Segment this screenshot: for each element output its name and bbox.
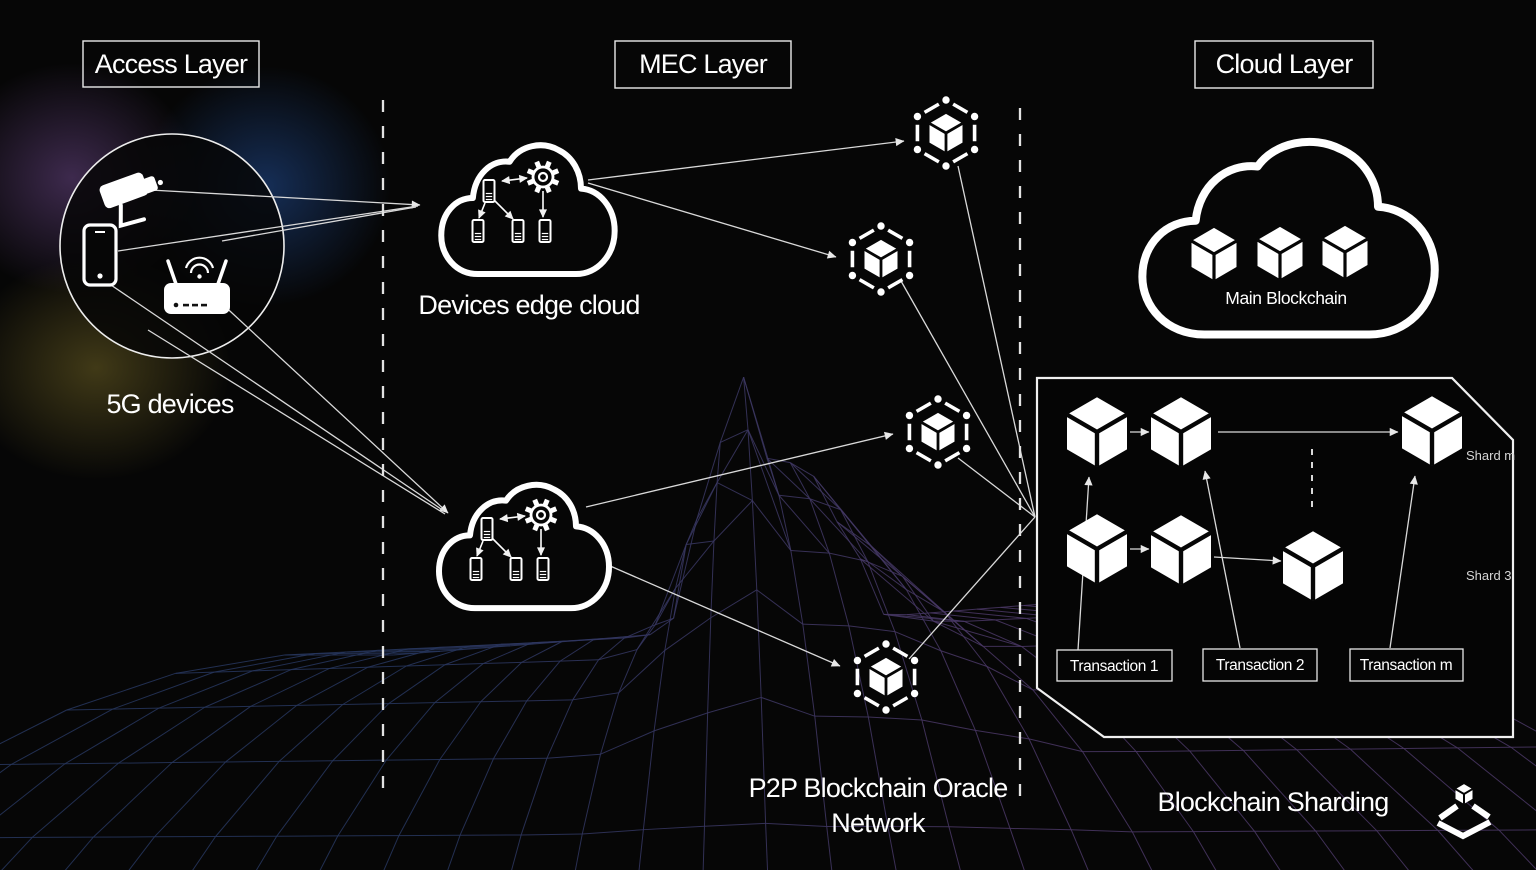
blockchain-oracle-nodes xyxy=(848,96,979,714)
sharding-panel: Shard m Shard 3 Transaction 1 Transactio… xyxy=(1035,376,1515,739)
node4-to-shard-line xyxy=(908,516,1036,660)
blockchain-node-icon xyxy=(853,640,919,714)
blockchain-node-icon xyxy=(905,395,971,469)
phone-to-edge-cloud-line xyxy=(117,205,419,252)
transaction-1-box xyxy=(1056,649,1173,682)
connection-lines xyxy=(107,137,1036,667)
node2-to-shard-line xyxy=(900,280,1036,518)
wifi-router-icon xyxy=(164,256,230,314)
blockchain-node-icon xyxy=(848,222,914,296)
router-to-edge-cloud-line xyxy=(217,299,449,514)
smartphone-icon xyxy=(82,223,118,287)
cloud-to-node3-arrow xyxy=(585,431,894,508)
cctv-camera-icon xyxy=(99,172,163,229)
mec-layer-box xyxy=(614,40,792,89)
transaction-m-box xyxy=(1349,648,1464,682)
cloud-to-node2-arrow xyxy=(587,182,837,259)
shard-3-label: Shard 3 xyxy=(1466,568,1512,583)
oracle-network-label-line1: P2P Blockchain Oracle xyxy=(749,773,1008,803)
node3-to-shard-line xyxy=(957,457,1036,518)
shard-m-label: Shard m xyxy=(1466,448,1515,463)
device-to-edge-cloud-line-2 xyxy=(147,329,446,515)
cloud-to-node1-arrow xyxy=(587,137,905,181)
node1-to-shard-line xyxy=(957,165,1036,518)
logo-cube-icon xyxy=(1454,784,1474,804)
transaction-2-label: Transaction 2 xyxy=(1216,657,1304,674)
main-blockchain-label: Main Blockchain xyxy=(1225,288,1346,308)
transaction-1-label: Transaction 1 xyxy=(1070,658,1158,675)
camera-to-edge-cloud-line xyxy=(149,189,421,209)
transaction-2-box xyxy=(1202,648,1318,682)
brand-logo xyxy=(1436,784,1492,840)
edge-cloud-label: Devices edge cloud xyxy=(418,290,639,320)
edge-cloud-top xyxy=(441,145,614,274)
cloud-layer-label: Cloud Layer xyxy=(1216,49,1354,79)
devices-group-label: 5G devices xyxy=(106,389,233,419)
mec-layer-label: MEC Layer xyxy=(639,49,768,79)
cloud-to-node4-arrow xyxy=(600,561,841,667)
server-tree-gear-icon xyxy=(471,160,560,243)
oracle-network-label-line2: Network xyxy=(831,808,926,838)
shard-block-cubes xyxy=(1065,396,1464,601)
server-tree-gear-icon xyxy=(469,498,558,581)
device-icons xyxy=(82,172,230,314)
cloud-layer-box xyxy=(1194,40,1374,89)
main-blockchain-cubes xyxy=(1190,225,1369,281)
access-layer-box xyxy=(82,40,260,88)
blockchain-node-icon xyxy=(913,96,979,170)
sharding-title: Blockchain Sharding xyxy=(1158,787,1389,817)
access-layer-label: Access Layer xyxy=(95,49,248,79)
device-to-edge-cloud-line-3 xyxy=(107,282,445,512)
transaction-m-label: Transaction m xyxy=(1360,657,1452,674)
